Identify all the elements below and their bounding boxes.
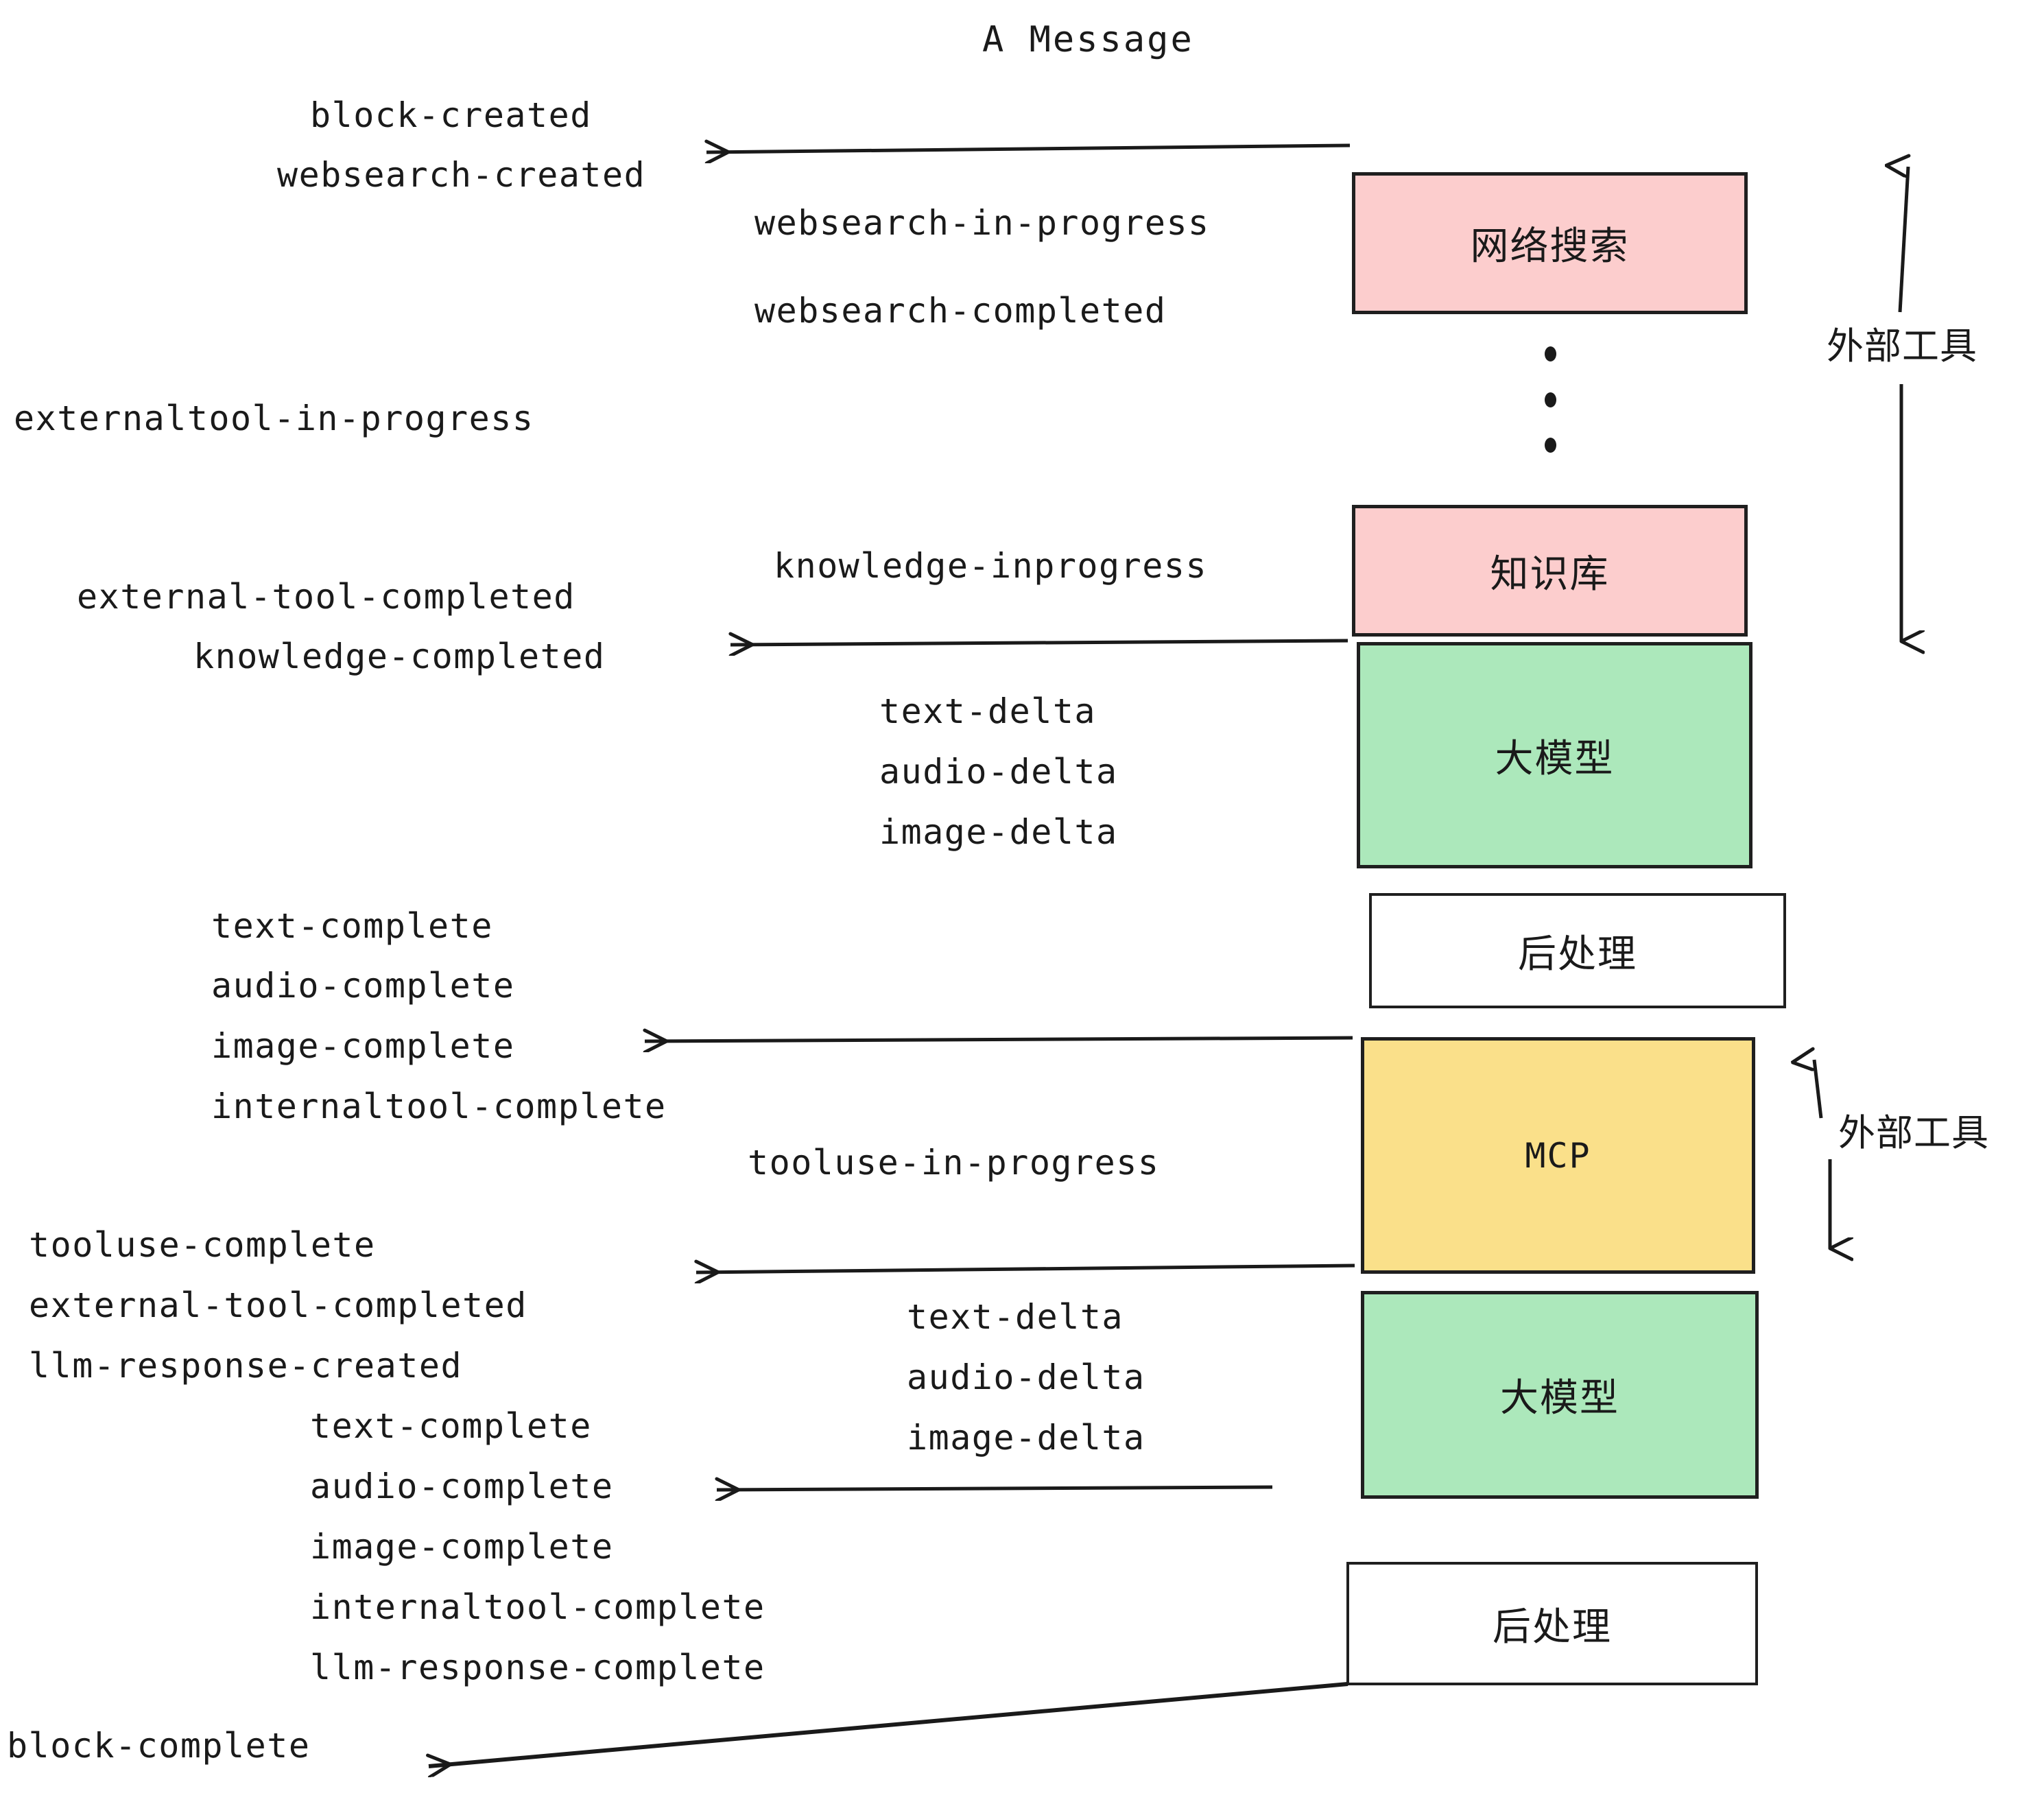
event-label-internaltool-complete-1: internaltool-complete xyxy=(211,1087,667,1126)
arrow-external-tool-lower-up xyxy=(1814,1060,1823,1119)
event-label-block-created: block-created xyxy=(310,95,592,135)
process-box-websearch[interactable]: 网络搜索 xyxy=(1352,172,1748,314)
event-label-audio-complete-1: audio-complete xyxy=(211,966,515,1006)
arrow-image-complete xyxy=(645,1038,1353,1041)
process-box-postprocess-1[interactable]: 后处理 xyxy=(1369,893,1786,1008)
event-label-image-complete-1: image-complete xyxy=(211,1026,515,1066)
event-label-text-complete-1: text-complete xyxy=(211,906,493,946)
process-box-knowledge[interactable]: 知识库 xyxy=(1352,505,1748,637)
arrow-websearch-created xyxy=(706,145,1351,152)
event-label-text-complete-2: text-complete xyxy=(310,1406,592,1446)
event-label-externaltool-in-progress: externaltool-in-progress xyxy=(14,399,534,438)
event-label-knowledge-inprogress: knowledge-inprogress xyxy=(774,546,1208,586)
event-label-block-complete: block-complete xyxy=(7,1726,311,1766)
event-label-tooluse-complete: tooluse-complete xyxy=(29,1225,376,1265)
ellipsis-dots xyxy=(1543,346,1557,453)
event-label-external-tool-completed-2: external-tool-completed xyxy=(29,1285,527,1325)
process-box-postprocess-2[interactable]: 后处理 xyxy=(1346,1562,1758,1685)
event-label-text-delta-2: text-delta xyxy=(907,1297,1124,1337)
arrow-knowledge-completed xyxy=(730,641,1348,645)
event-label-image-delta-2: image-delta xyxy=(907,1418,1145,1458)
process-box-llm-1[interactable]: 大模型 xyxy=(1357,642,1752,868)
dot-3 xyxy=(1544,438,1556,453)
side-label-external-tool-lower: 外部工具 xyxy=(1838,1111,1989,1154)
event-label-text-delta-1: text-delta xyxy=(879,691,1097,731)
event-label-knowledge-completed: knowledge-completed xyxy=(193,637,606,676)
event-label-external-tool-completed-1: external-tool-completed xyxy=(77,577,575,617)
event-label-internaltool-complete-2: internaltool-complete xyxy=(310,1587,765,1627)
event-label-websearch-in-progress: websearch-in-progress xyxy=(754,203,1210,243)
event-label-llm-response-complete: llm-response-complete xyxy=(310,1648,765,1687)
event-label-audio-complete-2: audio-complete xyxy=(310,1467,614,1506)
event-label-audio-delta-2: audio-delta xyxy=(907,1357,1145,1397)
side-label-external-tool-upper: 外部工具 xyxy=(1827,324,1977,368)
dot-1 xyxy=(1544,346,1556,361)
event-label-image-delta-1: image-delta xyxy=(879,812,1118,852)
event-label-audio-delta-1: audio-delta xyxy=(879,752,1118,792)
event-label-websearch-completed: websearch-completed xyxy=(754,291,1167,331)
event-label-llm-response-created: llm-response-created xyxy=(29,1346,463,1386)
process-box-mcp[interactable]: MCP xyxy=(1361,1037,1755,1274)
arrow-block-complete xyxy=(429,1682,1348,1766)
page-title: A Message xyxy=(982,19,1194,60)
process-box-llm-2[interactable]: 大模型 xyxy=(1361,1291,1759,1499)
arrow-external-tool-upper-up xyxy=(1900,167,1908,313)
dot-2 xyxy=(1544,392,1556,407)
arrow-tooluse-complete xyxy=(696,1266,1355,1272)
event-label-websearch-created: websearch-created xyxy=(277,155,646,195)
event-label-image-complete-2: image-complete xyxy=(310,1527,614,1567)
event-label-tooluse-in-progress: tooluse-in-progress xyxy=(748,1143,1160,1183)
arrow-audio-complete xyxy=(717,1487,1273,1490)
